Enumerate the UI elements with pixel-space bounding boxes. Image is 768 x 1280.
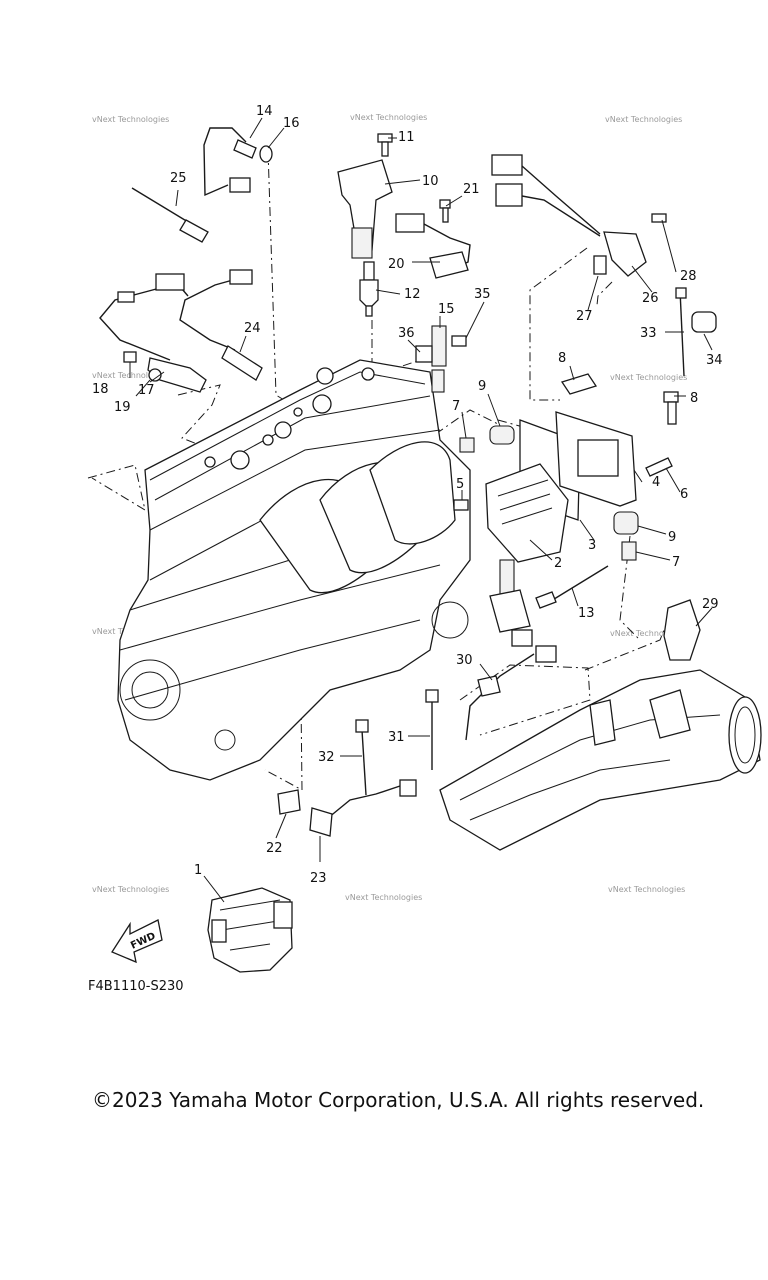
callout-1: 1 [194, 863, 202, 878]
callout-25: 25 [170, 171, 187, 186]
copyright-text: ©2023 Yamaha Motor Corporation, U.S.A. A… [92, 1088, 705, 1112]
callout-7: 7 [452, 399, 460, 414]
callout-21: 21 [463, 182, 480, 197]
callout-27: 27 [576, 309, 593, 324]
callout-19: 19 [114, 400, 131, 415]
parts [99, 127, 717, 973]
callout-labels: 14 16 11 10 21 25 20 12 35 15 36 24 18 1… [92, 104, 723, 886]
diagram-code: F4B1110-S230 [88, 979, 184, 994]
callout-18: 18 [92, 382, 109, 397]
callout-33: 33 [640, 326, 657, 341]
watermark: vNext Technologies [610, 373, 687, 382]
watermark: vNext Technologies [605, 115, 682, 124]
callout-12: 12 [404, 287, 421, 302]
callout-10: 10 [422, 174, 439, 189]
callout-24: 24 [244, 321, 261, 336]
callout-6: 6 [680, 487, 688, 502]
engine-block [117, 359, 471, 781]
exhaust-manifold [439, 669, 762, 851]
callout-35: 35 [474, 287, 491, 302]
callout-28: 28 [680, 269, 697, 284]
watermark: vNext Technologies [610, 629, 687, 638]
callout-17: 17 [138, 383, 155, 398]
watermark: vNext Technologies [92, 115, 169, 124]
callout-8b: 8 [690, 391, 698, 406]
callout-29: 29 [702, 597, 719, 612]
callout-4: 4 [652, 475, 660, 490]
watermark: vNext Technologies [350, 113, 427, 122]
callout-5: 5 [456, 477, 464, 492]
callout-22: 22 [266, 841, 283, 856]
watermark: vNext Technologies [92, 371, 169, 380]
callout-16: 16 [283, 116, 300, 131]
fwd-arrow: FWD [111, 919, 163, 964]
callout-7b: 7 [672, 555, 680, 570]
watermark: vNext Technologies [92, 885, 169, 894]
callout-31: 31 [388, 730, 405, 745]
callout-34: 34 [706, 353, 723, 368]
callout-13: 13 [578, 606, 595, 621]
callout-15: 15 [438, 302, 455, 317]
callout-26: 26 [642, 291, 659, 306]
callout-3: 3 [588, 538, 596, 553]
callout-9: 9 [478, 379, 486, 394]
callout-11: 11 [398, 130, 415, 145]
callout-30: 30 [456, 653, 473, 668]
leader-lines [129, 117, 713, 903]
callout-20: 20 [388, 257, 405, 272]
callout-32: 32 [318, 750, 335, 765]
watermark: vNext Technologies [345, 893, 422, 902]
callout-36: 36 [398, 326, 415, 341]
watermark: vNext Technologies [608, 885, 685, 894]
callout-14: 14 [256, 104, 273, 119]
callout-2: 2 [554, 556, 562, 571]
callout-8: 8 [558, 351, 566, 366]
callout-23: 23 [310, 871, 327, 886]
callout-9b: 9 [668, 530, 676, 545]
